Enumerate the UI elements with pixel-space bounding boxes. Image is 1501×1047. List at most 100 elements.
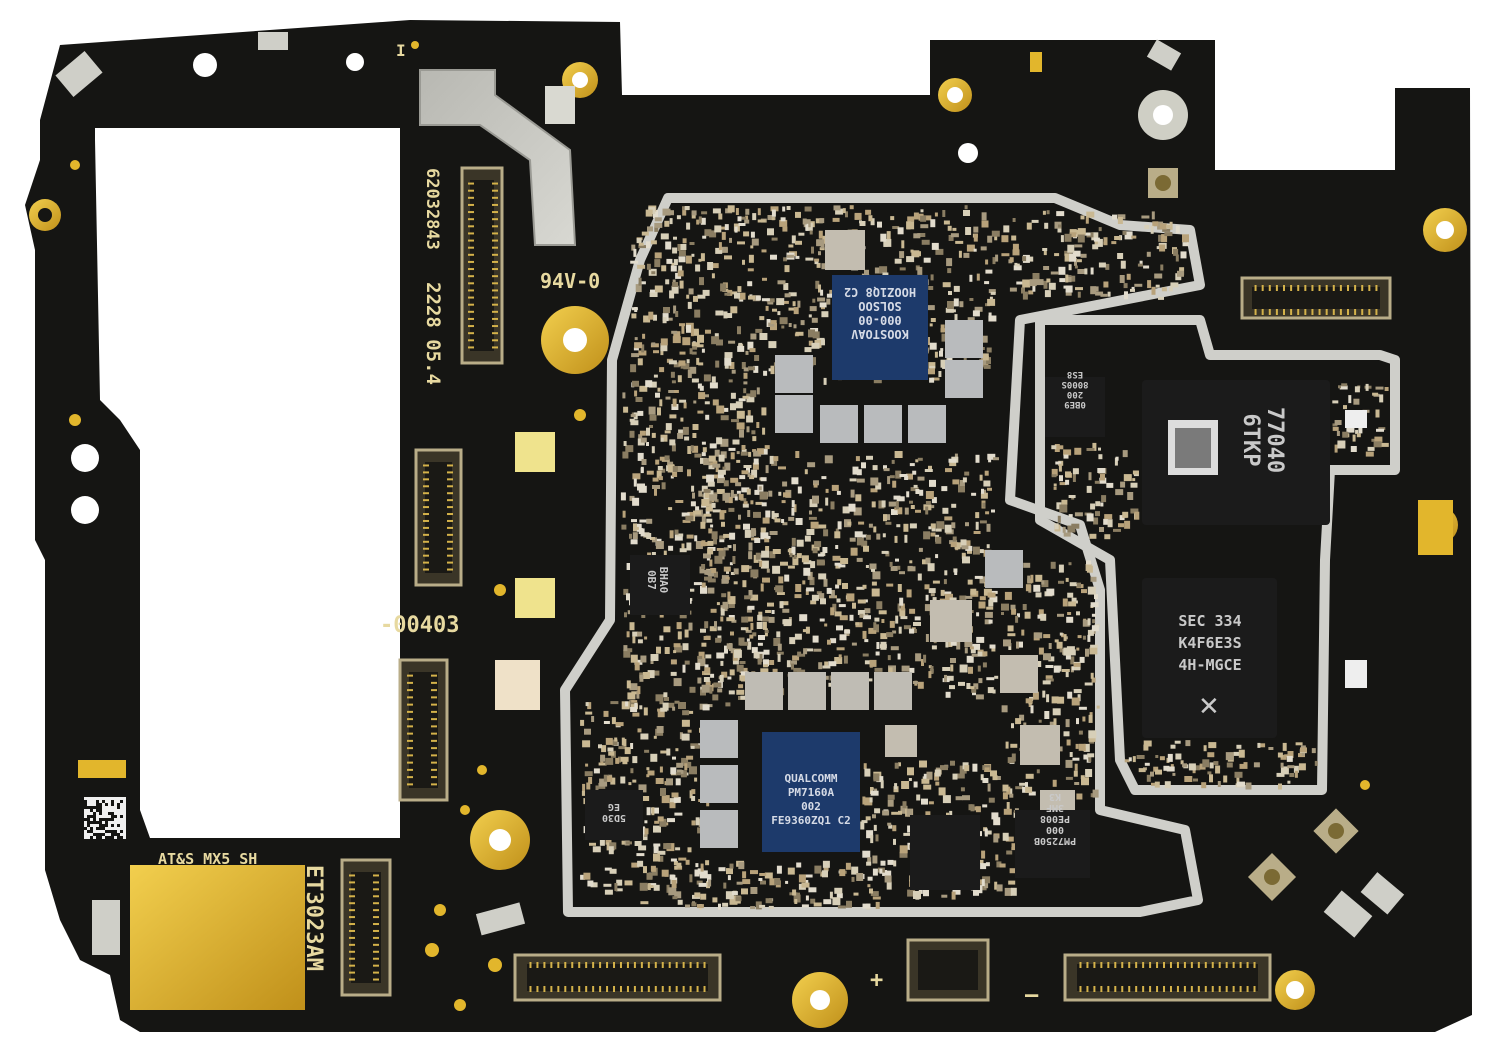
smd-component — [875, 901, 880, 909]
smd-component — [834, 611, 842, 617]
smd-component — [1138, 768, 1146, 773]
smd-component — [842, 208, 846, 214]
smd-component — [1098, 227, 1102, 232]
smd-component — [704, 492, 711, 498]
connector-pin — [1169, 986, 1172, 992]
smd-component — [1088, 755, 1092, 762]
smd-component — [715, 464, 719, 473]
smd-component — [903, 832, 912, 836]
smd-component — [679, 548, 687, 553]
smd-component — [664, 317, 673, 321]
connector-pin — [407, 718, 413, 721]
smd-component — [929, 668, 934, 673]
smd-component — [710, 673, 715, 678]
smd-component — [672, 756, 676, 760]
connectors — [340, 166, 1392, 1002]
smd-component — [1334, 420, 1342, 425]
smd-component — [912, 681, 918, 684]
smd-component — [708, 455, 716, 462]
smd-component — [757, 208, 761, 216]
smd-component — [1120, 481, 1126, 488]
smd-component — [1117, 217, 1123, 224]
smd-component — [835, 528, 839, 532]
smd-component — [1143, 744, 1149, 751]
smd-component — [951, 503, 957, 508]
smd-component — [817, 553, 824, 557]
datamatrix-cell — [84, 797, 87, 800]
smd-component — [954, 542, 961, 550]
smd-component — [965, 545, 973, 551]
smd-component — [675, 847, 681, 851]
smd-component — [659, 367, 665, 373]
connector-pin — [492, 182, 498, 185]
smd-component — [736, 410, 745, 419]
smd-component — [837, 905, 846, 909]
datamatrix-cell — [102, 806, 105, 809]
smd-component — [699, 870, 708, 879]
smd-component — [1182, 234, 1189, 243]
smd-component — [582, 740, 591, 748]
smd-component — [1342, 431, 1349, 438]
smd-component — [856, 469, 862, 476]
connector-pin — [578, 986, 581, 992]
smd-component — [703, 458, 712, 466]
smd-component — [720, 415, 729, 421]
connector-pin — [1225, 962, 1228, 968]
smd-component — [1063, 731, 1070, 737]
smd-component — [879, 868, 883, 874]
smd-component — [1041, 580, 1045, 585]
smd-component — [1343, 405, 1347, 410]
smd-component — [666, 778, 673, 786]
connector-pin — [468, 289, 474, 292]
smd-component — [745, 616, 753, 622]
smd-component — [770, 368, 775, 375]
smd-component — [958, 681, 965, 686]
connector-pin — [1183, 986, 1186, 992]
connector-pin — [492, 253, 498, 256]
smd-component — [611, 717, 616, 725]
smd-component — [687, 370, 692, 378]
smd-component — [715, 637, 722, 643]
smd-component — [741, 888, 748, 895]
smd-component — [625, 701, 629, 707]
smd-component — [785, 880, 789, 884]
connector-pin — [373, 929, 379, 932]
connector-pin — [423, 506, 429, 509]
smd-component — [701, 504, 707, 508]
connector-pin — [447, 540, 453, 543]
smd-component — [1072, 757, 1080, 761]
smd-component — [1107, 519, 1113, 528]
smd-component — [1074, 265, 1078, 269]
datamatrix-cell — [90, 812, 93, 815]
smd-component — [741, 362, 746, 369]
connector-pin — [407, 689, 413, 692]
smd-component — [1086, 211, 1095, 218]
smd-component — [762, 427, 766, 435]
smd-component — [1166, 766, 1175, 772]
smd-component — [697, 334, 704, 343]
smd-component — [1130, 288, 1135, 292]
smd-component — [982, 662, 987, 668]
smd-component — [741, 445, 746, 450]
smd-component — [888, 667, 893, 674]
smd-component — [673, 236, 677, 240]
smd-component — [795, 451, 800, 458]
smd-component — [750, 906, 756, 910]
smd-component — [853, 507, 862, 516]
smd-component — [793, 894, 801, 903]
smd-component — [661, 795, 670, 804]
smd-component — [629, 622, 635, 631]
connector-pin — [492, 211, 498, 214]
smd-component — [653, 853, 660, 862]
smd-component — [862, 534, 867, 538]
connector-pin — [1347, 285, 1349, 291]
smd-component — [754, 489, 760, 495]
smd-component — [1026, 222, 1032, 230]
smd-component — [744, 529, 751, 538]
connector-pin — [492, 275, 498, 278]
smd-component — [741, 675, 747, 682]
connector-pin — [447, 533, 453, 536]
smd-component — [928, 588, 936, 594]
smd-component — [1034, 632, 1043, 639]
smd-component — [750, 622, 754, 630]
